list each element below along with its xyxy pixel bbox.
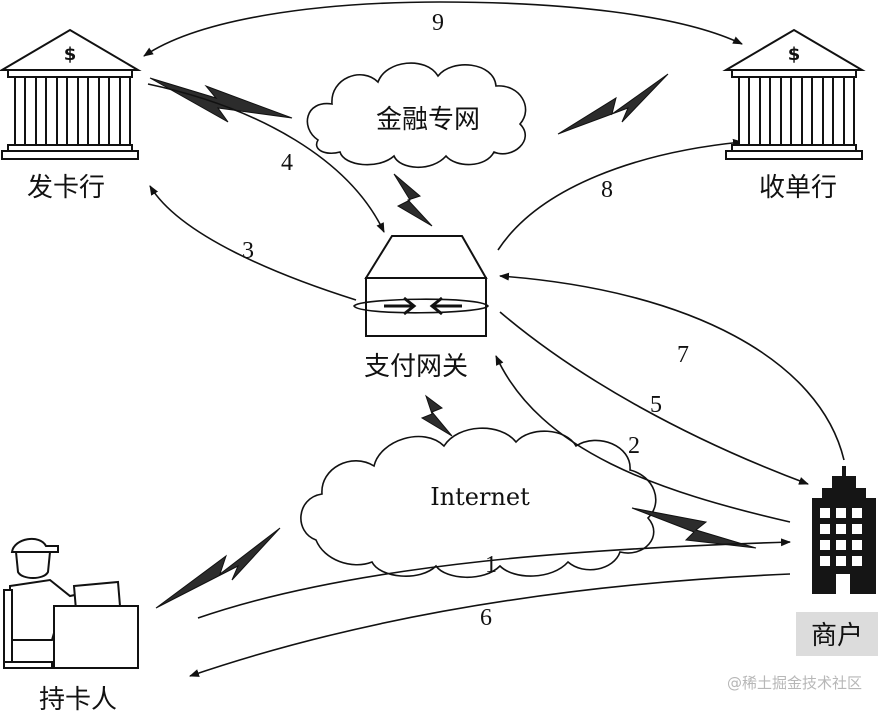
watermark: @稀土掘金技术社区 (727, 674, 862, 692)
flow-arrow-7 (499, 272, 845, 461)
cardholder-label: 持卡人 (39, 685, 117, 713)
step-numbers: 1 2 3 4 5 6 7 8 9 (242, 10, 689, 631)
step-number-8: 8 (601, 177, 613, 203)
merchant-label-background (796, 612, 878, 656)
step-number-5: 5 (650, 392, 662, 418)
internet-cloud: Internet (300, 427, 657, 578)
flow-arrow-4 (147, 83, 385, 233)
gateway-icon (353, 235, 490, 337)
lightning-icon (420, 394, 453, 437)
lightning-icon (155, 527, 281, 609)
payment-gateway-node: 支付网关 (353, 235, 490, 382)
step-number-1: 1 (485, 552, 497, 578)
issuer-bank-node: $ 发卡行 (0, 28, 142, 203)
flow-arrow-2 (495, 355, 791, 523)
building-icon (812, 466, 876, 594)
flow-arrow-9-to-acquirer (439, 1, 743, 45)
financial-network-label: 金融专网 (376, 105, 480, 135)
merchant-label: 商户 (811, 621, 863, 651)
lightning-icon (557, 73, 669, 135)
acquirer-bank-node: $ 收单行 (722, 28, 866, 203)
bank-icon (722, 28, 866, 160)
step-number-4: 4 (281, 150, 293, 176)
payment-gateway-label: 支付网关 (364, 352, 468, 382)
internet-label: Internet (430, 483, 530, 511)
cloud-icon (306, 62, 527, 168)
flow-arrows (143, 1, 845, 677)
merchant-node: 商户 (796, 466, 878, 656)
step-number-9: 9 (432, 10, 444, 36)
issuer-bank-label: 发卡行 (27, 173, 105, 203)
step-number-2: 2 (628, 433, 640, 459)
acquirer-bank-label: 收单行 (759, 173, 837, 203)
flow-arrow-3 (149, 185, 357, 301)
lightning-icon (393, 173, 433, 227)
flow-arrow-8 (497, 138, 743, 251)
flow-arrow-9-to-issuer (143, 1, 441, 57)
person-at-computer-icon (3, 537, 139, 669)
step-number-7: 7 (677, 342, 689, 368)
bank-icon (0, 28, 142, 160)
step-number-6: 6 (480, 605, 492, 631)
flow-arrow-6 (189, 573, 791, 677)
flow-arrow-5 (499, 311, 809, 485)
cloud-icon (300, 427, 657, 578)
step-number-3: 3 (242, 238, 254, 264)
dollar-sign: $ (64, 44, 77, 65)
financial-network-cloud: 金融专网 (306, 62, 527, 168)
cardholder-node: 持卡人 (3, 537, 139, 713)
lightning-icon (149, 77, 293, 123)
flow-arrow-1 (197, 538, 791, 619)
lightning-icon (631, 507, 757, 549)
dollar-sign: $ (788, 44, 801, 65)
